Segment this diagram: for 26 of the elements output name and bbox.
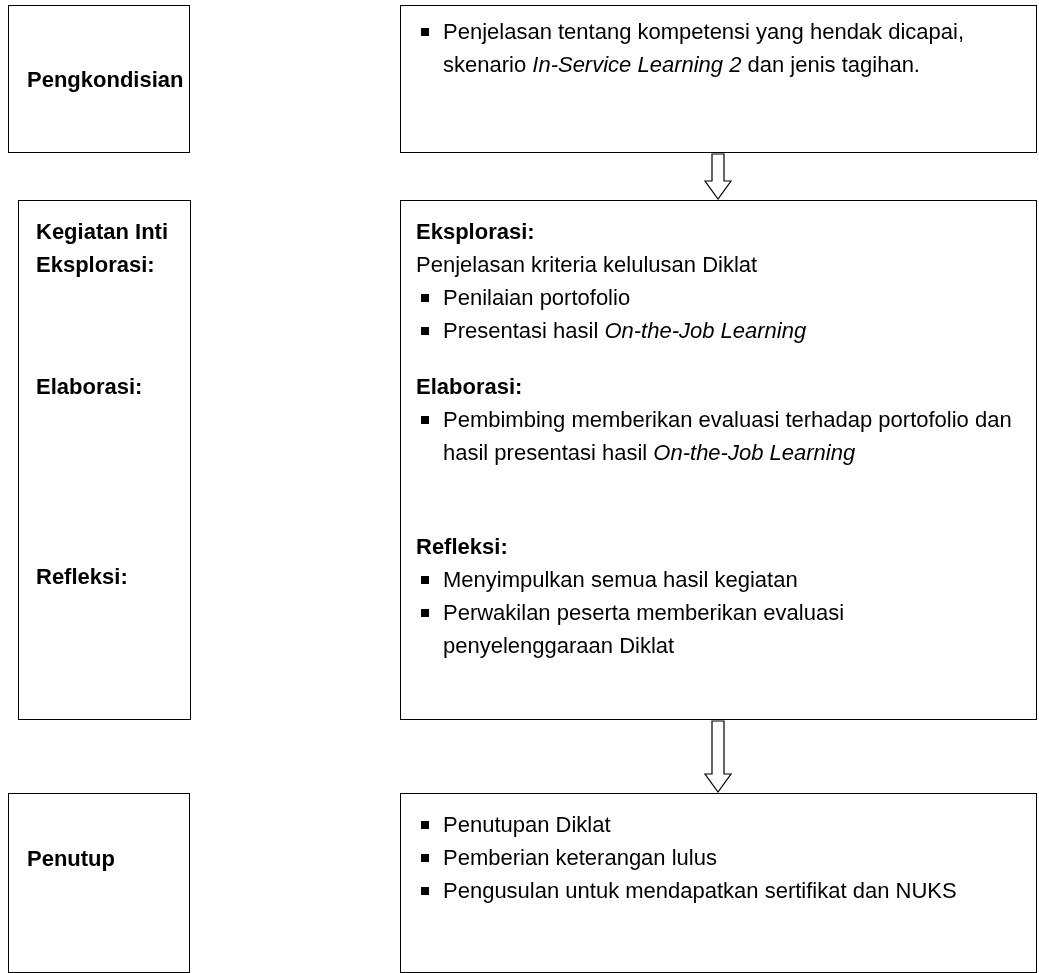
heading-text: Pengkondisian [27, 66, 182, 94]
hollow-arrow [703, 720, 733, 794]
process-box [18, 200, 191, 720]
bullet-text: Pembimbing memberikan evaluasi terhadap portofolio dan hasil presentasi hasil On-the-Job Learning [443, 406, 1013, 467]
bullet-text: Menyimpulkan semua hasil kegiatan [443, 566, 799, 594]
heading-text: Elaborasi: [36, 373, 144, 401]
bullet-text: Perwakilan peserta memberikan evaluasi penyelenggaraan Diklat [443, 599, 846, 660]
heading-text: Refleksi: [36, 563, 129, 591]
bullet-text: Penjelasan tentang kompetensi yang hendak dicapai, skenario In-Service Learning 2 dan jenis tagihan. [443, 18, 966, 79]
heading-text: Eksplorasi: [416, 218, 536, 246]
process-box [400, 5, 1037, 153]
process-box [8, 793, 190, 973]
bullet-text: Penutupan Diklat [443, 811, 612, 839]
hollow-arrow [703, 153, 733, 201]
heading-text: Elaborasi: [416, 373, 524, 401]
process-box [8, 5, 190, 153]
heading-text: Refleksi: [416, 533, 509, 561]
process-box [400, 200, 1037, 720]
process-box [400, 793, 1037, 973]
body-text: Penjelasan kriteria kelulusan Diklat [416, 251, 759, 279]
bullet-text: Pengusulan untuk mendapatkan sertifikat dan NUKS [443, 877, 958, 905]
bullet-text: Presentasi hasil On-the-Job Learning [443, 317, 808, 345]
bullet-text: Pemberian keterangan lulus [443, 844, 718, 872]
heading-text: Kegiatan Inti Eksplorasi: [36, 218, 169, 279]
bullet-text: Penilaian portofolio [443, 284, 632, 312]
heading-text: Penutup [27, 845, 116, 873]
